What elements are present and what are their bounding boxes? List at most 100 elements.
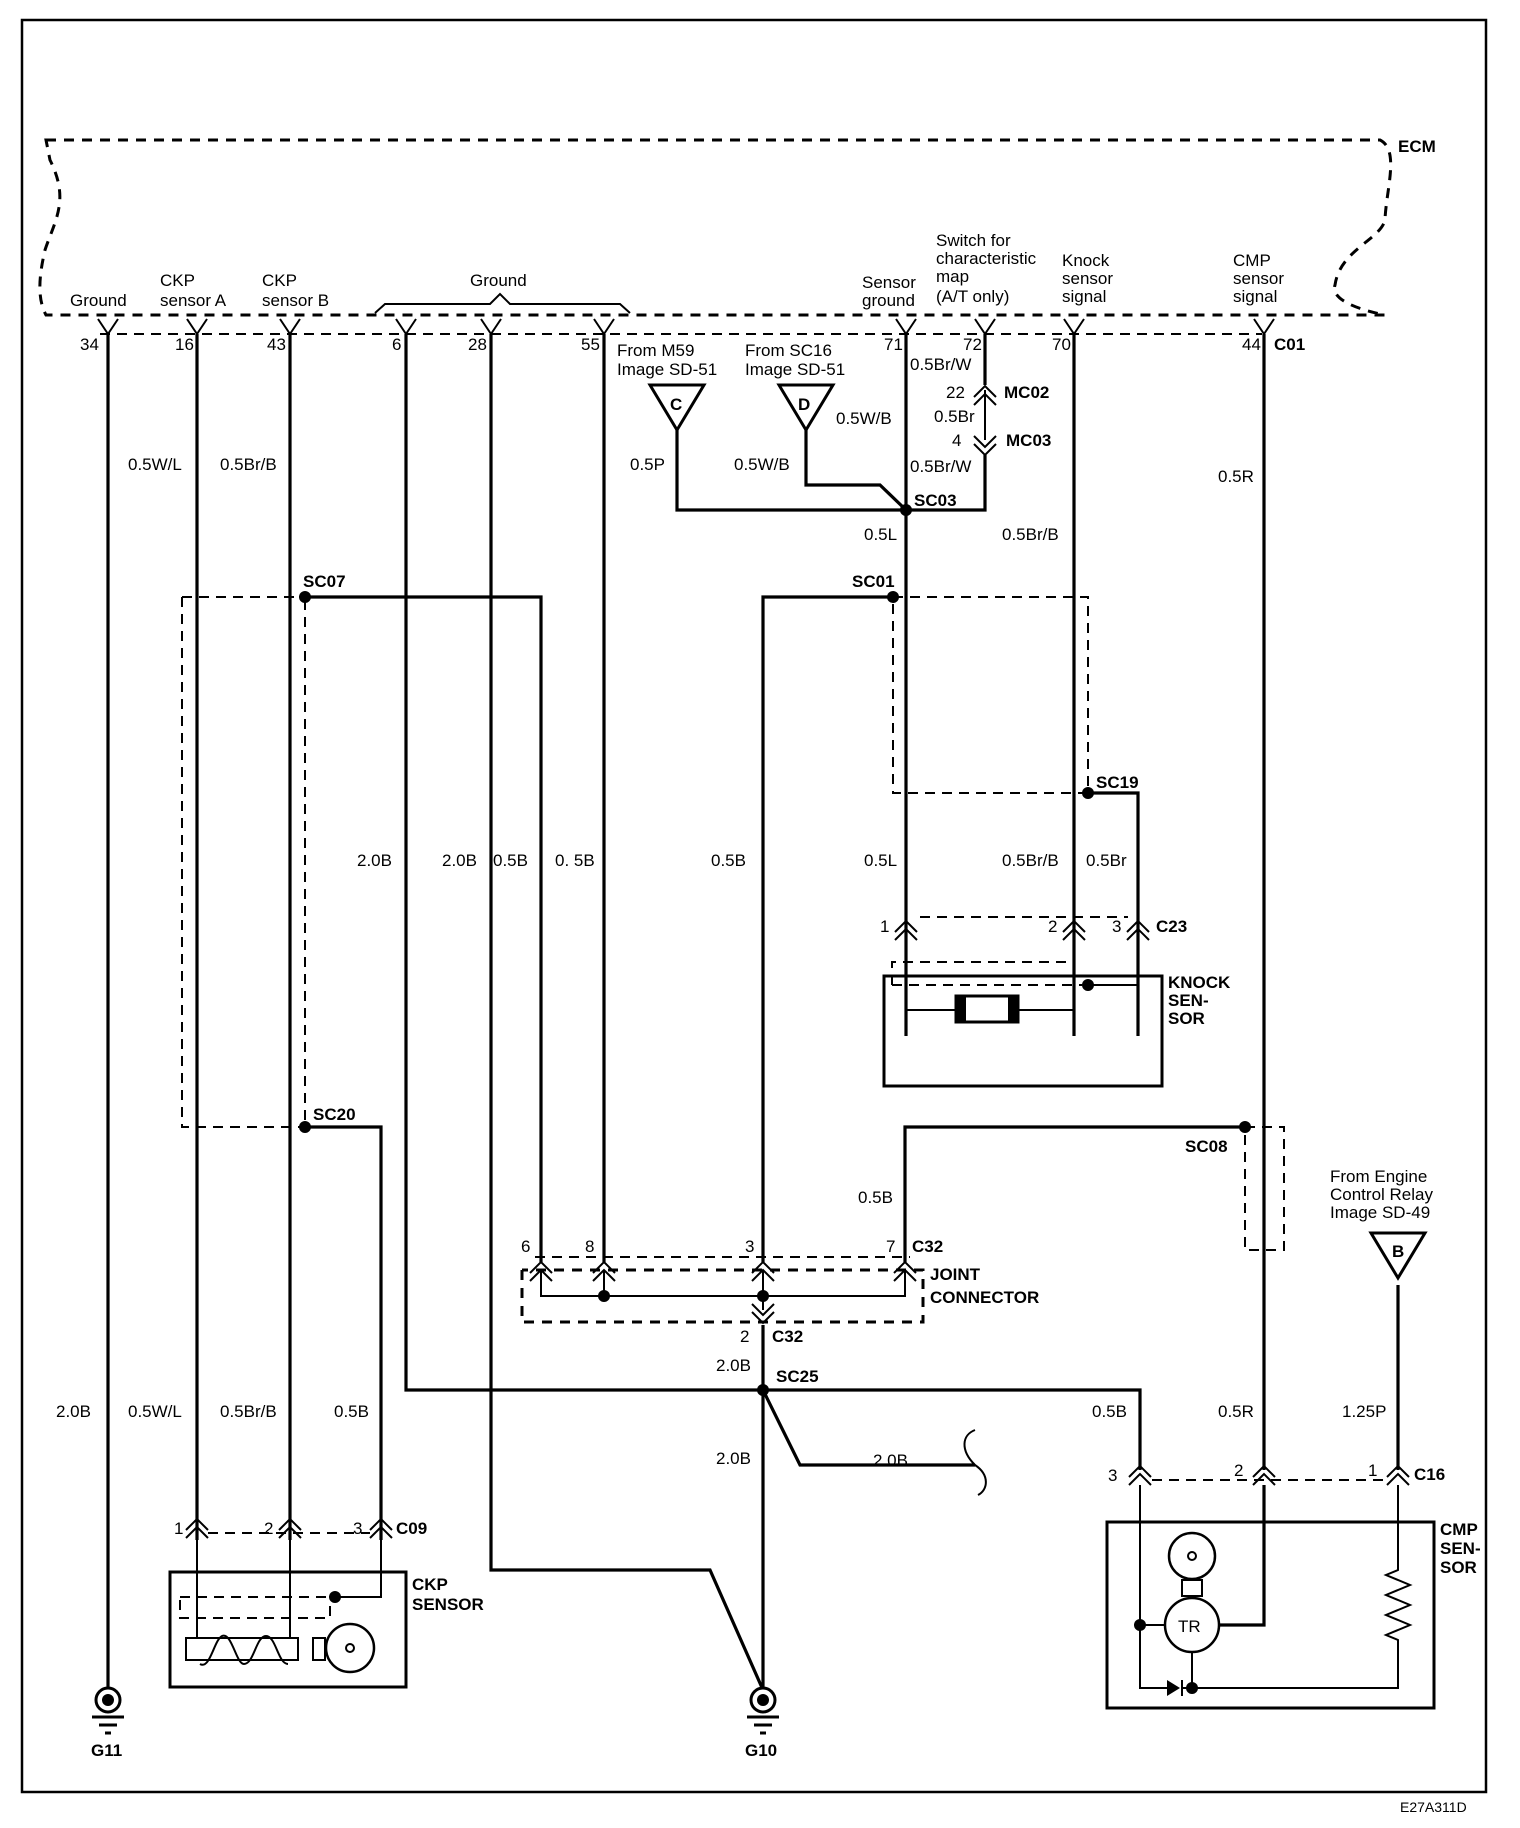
knock-piezo-end-right bbox=[1008, 996, 1018, 1022]
c01-label: C01 bbox=[1274, 335, 1305, 354]
pin43-label-1: CKP bbox=[262, 271, 297, 290]
c23-pin3: 3 bbox=[1112, 917, 1121, 936]
ckp-coil-core-icon bbox=[185, 1637, 299, 1661]
label-pin6: 2.0B bbox=[357, 851, 392, 870]
ref-d[interactable]: D From SC16 Image SD-51 bbox=[745, 341, 845, 433]
c09-pin3-icon bbox=[369, 1517, 393, 1539]
label-pin72-top: 0.5Br/W bbox=[910, 355, 971, 374]
terminal-6 bbox=[395, 318, 417, 336]
ref-b-triangle-icon[interactable] bbox=[1368, 1231, 1428, 1281]
ref-c-line1: From M59 bbox=[617, 341, 694, 360]
ckp-sensor-box bbox=[168, 1570, 408, 1689]
c23-pin1-icon bbox=[894, 919, 918, 941]
pin-34: 34 bbox=[80, 335, 99, 354]
jc-label-2: CONNECTOR bbox=[930, 1288, 1039, 1307]
wire-sc25-branch bbox=[761, 1389, 975, 1467]
knock-inner-shield bbox=[891, 961, 1082, 986]
mc03-male-icon bbox=[973, 435, 997, 449]
c09-pin2-icon bbox=[278, 1517, 302, 1539]
ref-d-triangle-icon[interactable] bbox=[776, 383, 836, 433]
wire-pin6-sc25 bbox=[404, 334, 1142, 1470]
pin70-label-1: Knock bbox=[1062, 251, 1110, 270]
sc08-label: SC08 bbox=[1185, 1137, 1228, 1156]
ckp-inner-shield bbox=[179, 1596, 331, 1619]
ref-d-line1: From SC16 bbox=[745, 341, 832, 360]
ref-c[interactable]: C From M59 Image SD-51 bbox=[617, 341, 717, 433]
c16-pin3-icon bbox=[1128, 1464, 1152, 1486]
c09-pin1: 1 bbox=[174, 1519, 183, 1538]
wire-d-sc03 bbox=[804, 430, 908, 512]
label-cmp2: 0.5R bbox=[1218, 1402, 1254, 1421]
ref-b-line3: Image SD-49 bbox=[1330, 1203, 1430, 1222]
label-pin16-upper: 0.5W/L bbox=[128, 455, 182, 474]
splice-dots bbox=[299, 504, 1251, 1396]
knock-piezo-end-left bbox=[956, 996, 966, 1022]
label-cmp3: 0.5B bbox=[1092, 1402, 1127, 1421]
cmp-transistor-label: TR bbox=[1178, 1617, 1201, 1636]
pin-labels: Ground CKP sensor A CKP sensor B Ground … bbox=[70, 231, 1284, 310]
c09-pin1-icon bbox=[185, 1517, 209, 1539]
label-sc25-g10: 2.0B bbox=[716, 1449, 751, 1468]
jc-pin3: 3 bbox=[745, 1237, 754, 1256]
jc-label-1: JOINT bbox=[930, 1265, 981, 1284]
ref-b[interactable]: B From Engine Control Relay Image SD-49 bbox=[1330, 1167, 1433, 1281]
jc-pin6: 6 bbox=[521, 1237, 530, 1256]
splice-sc20 bbox=[299, 1121, 311, 1133]
jc-dot-3 bbox=[757, 1290, 769, 1302]
c23-pin2-icon bbox=[1062, 919, 1086, 941]
ckp-sensor: 1 2 3 C09 CKP SENSOR bbox=[168, 1517, 484, 1689]
c09-pin2: 2 bbox=[264, 1519, 273, 1538]
knock-shield bbox=[892, 596, 1089, 794]
c16-pin1: 1 bbox=[1368, 1461, 1377, 1480]
splice-labels: SC03 SC07 SC01 SC19 SC20 SC08 SC25 bbox=[303, 491, 1228, 1386]
pin-16: 16 bbox=[175, 335, 194, 354]
cmp-shield bbox=[1244, 1126, 1285, 1251]
mc02-pin: 22 bbox=[946, 383, 965, 402]
label-from-d: 0.5W/B bbox=[734, 455, 790, 474]
mc03-female-icon bbox=[973, 443, 997, 457]
sc20-label: SC20 bbox=[313, 1105, 356, 1124]
label-g11: 2.0B bbox=[56, 1402, 91, 1421]
pin-71: 71 bbox=[884, 335, 903, 354]
ref-c-letter: C bbox=[670, 395, 682, 414]
c09-label: C09 bbox=[396, 1519, 427, 1538]
pin43-label-2: sensor B bbox=[262, 291, 329, 310]
splice-sc03 bbox=[900, 504, 912, 516]
wire-sc07-jc6 bbox=[305, 595, 543, 1262]
label-pin55: 0. 5B bbox=[555, 851, 595, 870]
jc-dot-8 bbox=[598, 1290, 610, 1302]
ground-group-label: Ground bbox=[470, 271, 527, 290]
pin-55: 55 bbox=[581, 335, 600, 354]
pin72-label-4: (A/T only) bbox=[936, 287, 1009, 306]
pin71-label-1: Sensor bbox=[862, 273, 916, 292]
ckp-shield-wire bbox=[338, 1540, 382, 1598]
cmp-diode-icon bbox=[1167, 1680, 1180, 1696]
mc02-female-icon bbox=[973, 392, 997, 406]
ref-c-triangle-icon[interactable] bbox=[647, 383, 707, 433]
c16-pin3: 3 bbox=[1108, 1466, 1117, 1485]
c09-pin3: 3 bbox=[353, 1519, 362, 1538]
terminal-44 bbox=[1253, 318, 1275, 336]
mc02-label: MC02 bbox=[1004, 383, 1049, 402]
joint-connector: 6 8 3 7 C32 JOINT CONNECTOR 2 C32 bbox=[520, 1237, 1039, 1346]
label-pin44: 0.5R bbox=[1218, 467, 1254, 486]
ref-b-line1: From Engine bbox=[1330, 1167, 1427, 1186]
c23-pin2: 2 bbox=[1048, 917, 1057, 936]
g10-ground-center bbox=[757, 1694, 769, 1706]
ckp-coil-leads bbox=[196, 1540, 291, 1640]
ckp-label-1: CKP bbox=[412, 1575, 448, 1594]
ground-g10: G10 bbox=[745, 1686, 779, 1760]
g11-ground-center bbox=[102, 1694, 114, 1706]
pin-44: 44 bbox=[1242, 335, 1261, 354]
ref-b-line2: Control Relay bbox=[1330, 1185, 1433, 1204]
terminal-70 bbox=[1063, 318, 1085, 336]
splice-sc25 bbox=[757, 1384, 769, 1396]
ckp-shield-dot bbox=[329, 1591, 341, 1603]
cmp-sensor: 3 2 1 C16 TR CMP SEN- SOR bbox=[1105, 1461, 1481, 1710]
pin-6: 6 bbox=[392, 335, 401, 354]
terminal-16 bbox=[186, 318, 208, 336]
pin-70: 70 bbox=[1052, 335, 1071, 354]
label-pin70: 0.5Br/B bbox=[1002, 525, 1059, 544]
pin44-label-2: sensor bbox=[1233, 269, 1284, 288]
cmp-tr-dot bbox=[1134, 1619, 1146, 1631]
